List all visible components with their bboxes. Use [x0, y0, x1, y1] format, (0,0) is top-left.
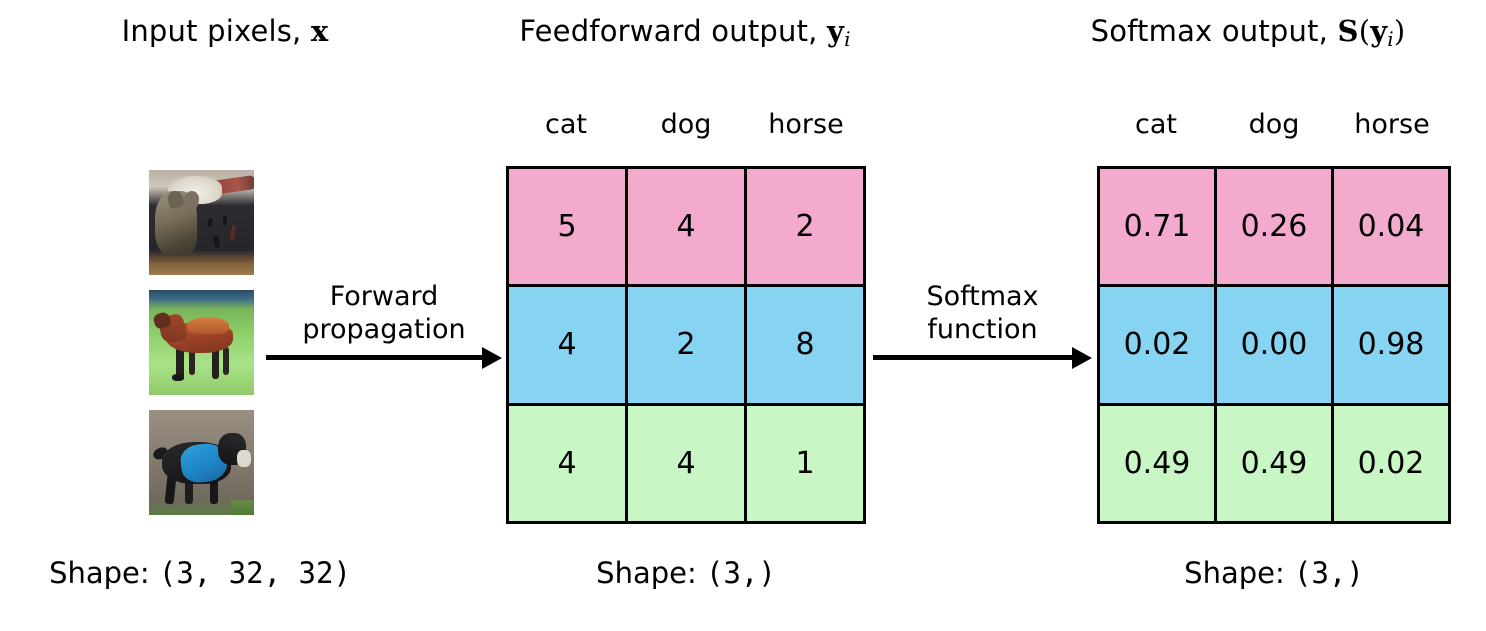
- feedforward-shape-label: Shape:: [596, 556, 706, 590]
- table-cell: 5: [509, 169, 625, 285]
- table-cell: 0.02: [1334, 405, 1448, 521]
- softmax-function-line2: function: [927, 314, 1038, 345]
- dog-leg: [184, 479, 194, 505]
- cat-floor: [149, 262, 254, 275]
- forward-arrow-head: [482, 346, 502, 369]
- table-cell: 4: [628, 405, 744, 521]
- feedforward-shape-caption: Shape: (3,): [506, 556, 866, 590]
- feedforward-header-dog: dog: [660, 109, 712, 140]
- table-cell: 2: [628, 287, 744, 403]
- table-cell: 0.02: [1100, 287, 1214, 403]
- feedforward-header-horse: horse: [768, 109, 844, 140]
- input-shape-value: (3, 32, 32): [158, 556, 351, 590]
- softmax-function-line1: Softmax: [926, 281, 1039, 312]
- softmax-title-text: Softmax output,: [1090, 14, 1338, 48]
- table-cell: 0.49: [1217, 405, 1331, 521]
- feedforward-title-text: Feedforward output,: [519, 14, 827, 48]
- feedforward-shape-value: (3,): [705, 556, 776, 590]
- table-cell: 1: [747, 405, 863, 521]
- softmax-title-open-paren: (: [1358, 14, 1371, 48]
- softmax-arrow-line: [873, 355, 1074, 360]
- table-cell: 8: [747, 287, 863, 403]
- softmax-shape-value: (3,): [1293, 556, 1364, 590]
- table-cell: 0.71: [1100, 169, 1214, 285]
- horse-back: [186, 317, 229, 335]
- input-shape-caption: Shape: (3, 32, 32): [0, 556, 400, 590]
- table-cell: 4: [628, 169, 744, 285]
- horse-leg: [176, 346, 184, 379]
- table-cell: 0.49: [1100, 405, 1214, 521]
- table-cell: 2: [747, 169, 863, 285]
- dog-leg: [209, 477, 219, 505]
- softmax-title-subscript: i: [1387, 27, 1394, 51]
- softmax-header-dog: dog: [1248, 109, 1300, 140]
- cat-thumbnail: [149, 170, 254, 275]
- feedforward-logits-table: 5 4 2 4 2 8 4 4 1: [506, 166, 866, 524]
- dog-muzzle: [237, 449, 251, 467]
- softmax-title-close-paren: ): [1393, 14, 1406, 48]
- softmax-title-variable: y: [1370, 14, 1388, 48]
- input-title-variable: x: [310, 14, 329, 48]
- softmax-title-function: S: [1337, 14, 1359, 48]
- input-title-text: Input pixels,: [121, 14, 311, 48]
- table-cell: 4: [509, 405, 625, 521]
- input-column-title: Input pixels, x: [0, 14, 450, 48]
- softmax-shape-caption: Shape: (3,): [1097, 556, 1451, 590]
- horse-hoof: [172, 374, 184, 382]
- forward-arrow-line: [266, 355, 484, 360]
- table-cell: 0.98: [1334, 287, 1448, 403]
- cat-texture-spot: [222, 216, 227, 225]
- softmax-arrow-head: [1072, 346, 1092, 369]
- forward-propagation-label: Forward propagation: [266, 280, 502, 346]
- softmax-function-label: Softmax function: [873, 280, 1092, 346]
- softmax-function-arrow: Softmax function: [873, 246, 1092, 369]
- softmax-column-title: Softmax output, S(yi): [1010, 14, 1486, 56]
- feedforward-title-variable: y: [827, 14, 845, 48]
- table-cell: 0.26: [1217, 169, 1331, 285]
- feedforward-column-title: Feedforward output, yi: [440, 14, 930, 56]
- forward-propagation-line2: propagation: [302, 314, 466, 345]
- dog-grass-patch: [230, 500, 254, 515]
- horse-leg: [222, 346, 229, 376]
- table-cell: 0.00: [1217, 287, 1331, 403]
- forward-propagation-line1: Forward: [329, 281, 439, 312]
- table-cell: 4: [509, 287, 625, 403]
- softmax-shape-label: Shape:: [1184, 556, 1294, 590]
- feedforward-title-subscript: i: [844, 27, 851, 51]
- dog-thumbnail: [149, 410, 254, 515]
- softmax-header-cat: cat: [1135, 109, 1177, 140]
- input-shape-label: Shape:: [49, 556, 159, 590]
- feedforward-header-cat: cat: [545, 109, 587, 140]
- horse-thumbnail: [149, 290, 254, 395]
- horse-leg: [188, 347, 196, 376]
- softmax-probabilities-table: 0.71 0.26 0.04 0.02 0.00 0.98 0.49 0.49 …: [1097, 166, 1451, 524]
- forward-propagation-arrow: Forward propagation: [266, 236, 502, 369]
- table-cell: 0.04: [1334, 169, 1448, 285]
- softmax-header-horse: horse: [1354, 109, 1430, 140]
- horse-leg: [212, 347, 220, 380]
